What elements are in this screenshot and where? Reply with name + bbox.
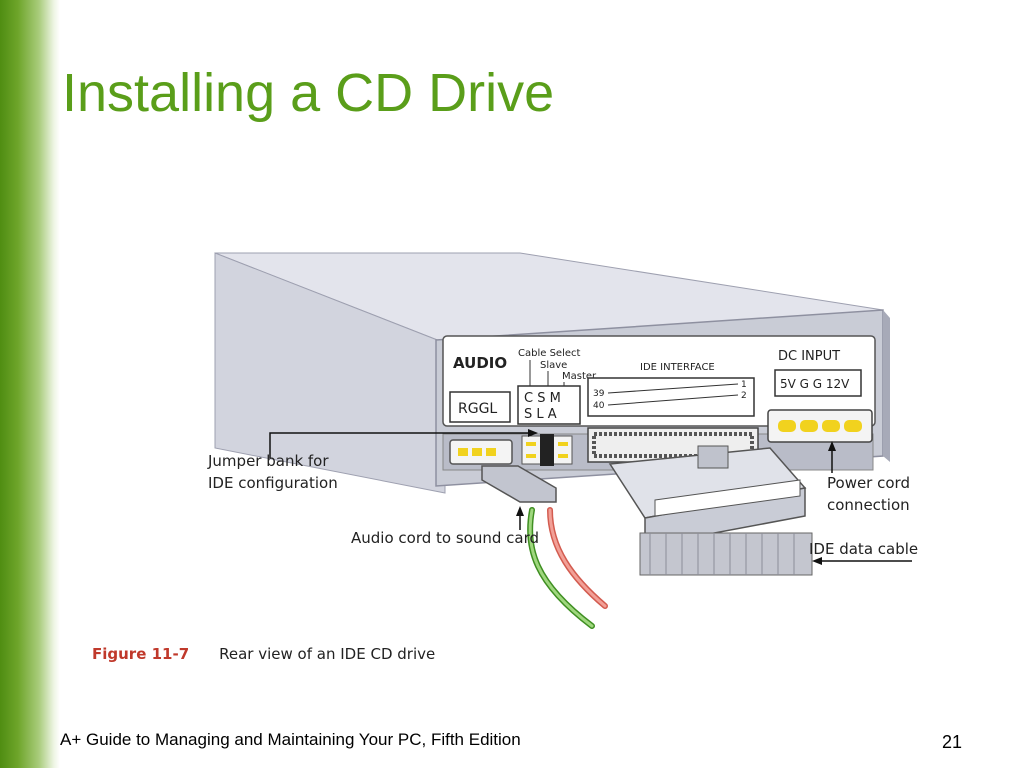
jumper-pin <box>526 442 536 446</box>
figure-caption: Figure 11-7 Rear view of an IDE CD drive <box>92 645 435 663</box>
audio-cord-red-highlight <box>548 508 607 608</box>
ide-ribbon <box>639 532 813 576</box>
ide-pin-line-1 <box>607 383 739 394</box>
power-callout-arrow <box>828 441 836 451</box>
ide-interface-label: IDE INTERFACE <box>640 362 715 373</box>
power-callout-line1: Power cord <box>827 474 910 492</box>
audio-callout-arrow <box>516 506 524 516</box>
ide-callout-arrow <box>812 557 822 565</box>
ide-pin-line-2 <box>607 394 739 406</box>
audio-pin-box <box>449 391 511 423</box>
power-pin <box>844 420 862 432</box>
pin-2-label: 2 <box>741 391 747 401</box>
left-gradient-bar <box>0 0 60 768</box>
drive-rear-edge <box>883 310 890 462</box>
ide-cable-callout: IDE data cable <box>809 540 918 558</box>
power-pin <box>822 420 840 432</box>
power-pin <box>800 420 818 432</box>
jumper-callout-arrow <box>528 429 538 437</box>
power-connector <box>767 409 873 443</box>
jumper-label-box <box>517 385 581 425</box>
audio-pin <box>472 448 482 456</box>
cd-drive-illustration: AUDIO RGGL Cable Select Slave Master C S… <box>207 252 918 629</box>
power-pin <box>778 420 796 432</box>
slide-title: Installing a CD Drive <box>62 63 555 123</box>
ide-pin-box <box>587 377 755 417</box>
jumper-pin <box>558 442 568 446</box>
jumper-pin <box>558 454 568 458</box>
dc-pin-box <box>774 369 862 397</box>
audio-plug <box>481 465 557 503</box>
slave-label: Slave <box>540 360 567 371</box>
page-number: 21 <box>941 732 962 752</box>
jumper-top-label: C S M <box>524 391 561 406</box>
audio-label: AUDIO <box>453 354 507 372</box>
ide-cable-pins <box>654 479 801 517</box>
audio-pin <box>486 448 496 456</box>
dc-pins-label: 5V G G 12V <box>780 377 850 391</box>
caption-text: Rear view of an IDE CD drive <box>219 645 436 663</box>
jumper-pin <box>526 454 536 458</box>
dc-input-label: DC INPUT <box>778 349 840 364</box>
ide-cable-key <box>697 445 729 469</box>
pin-40-label: 40 <box>593 401 605 411</box>
footer-text: A+ Guide to Managing and Maintaining You… <box>60 730 521 749</box>
pin-1-label: 1 <box>741 380 747 390</box>
power-callout-line2: connection <box>827 496 910 514</box>
audio-pin <box>458 448 468 456</box>
audio-pins-label: RGGL <box>458 401 497 417</box>
master-label: Master <box>562 371 597 382</box>
jumper-callout-line1: Jumper bank for <box>207 452 329 470</box>
jumper-callout-line2: IDE configuration <box>208 474 338 492</box>
cable-select-label: Cable Select <box>518 348 580 359</box>
caption-number: Figure 11-7 <box>92 645 190 663</box>
jumper-bottom-label: S L A <box>524 407 557 422</box>
cd-drive-figure: AUDIO RGGL Cable Select Slave Master C S… <box>200 248 930 648</box>
audio-cord-green-highlight <box>528 508 594 628</box>
audio-cord-callout: Audio cord to sound card <box>351 529 539 547</box>
jumper-shunt <box>540 434 554 466</box>
jumper-callout-line <box>269 432 530 458</box>
pin-39-label: 39 <box>593 389 605 399</box>
